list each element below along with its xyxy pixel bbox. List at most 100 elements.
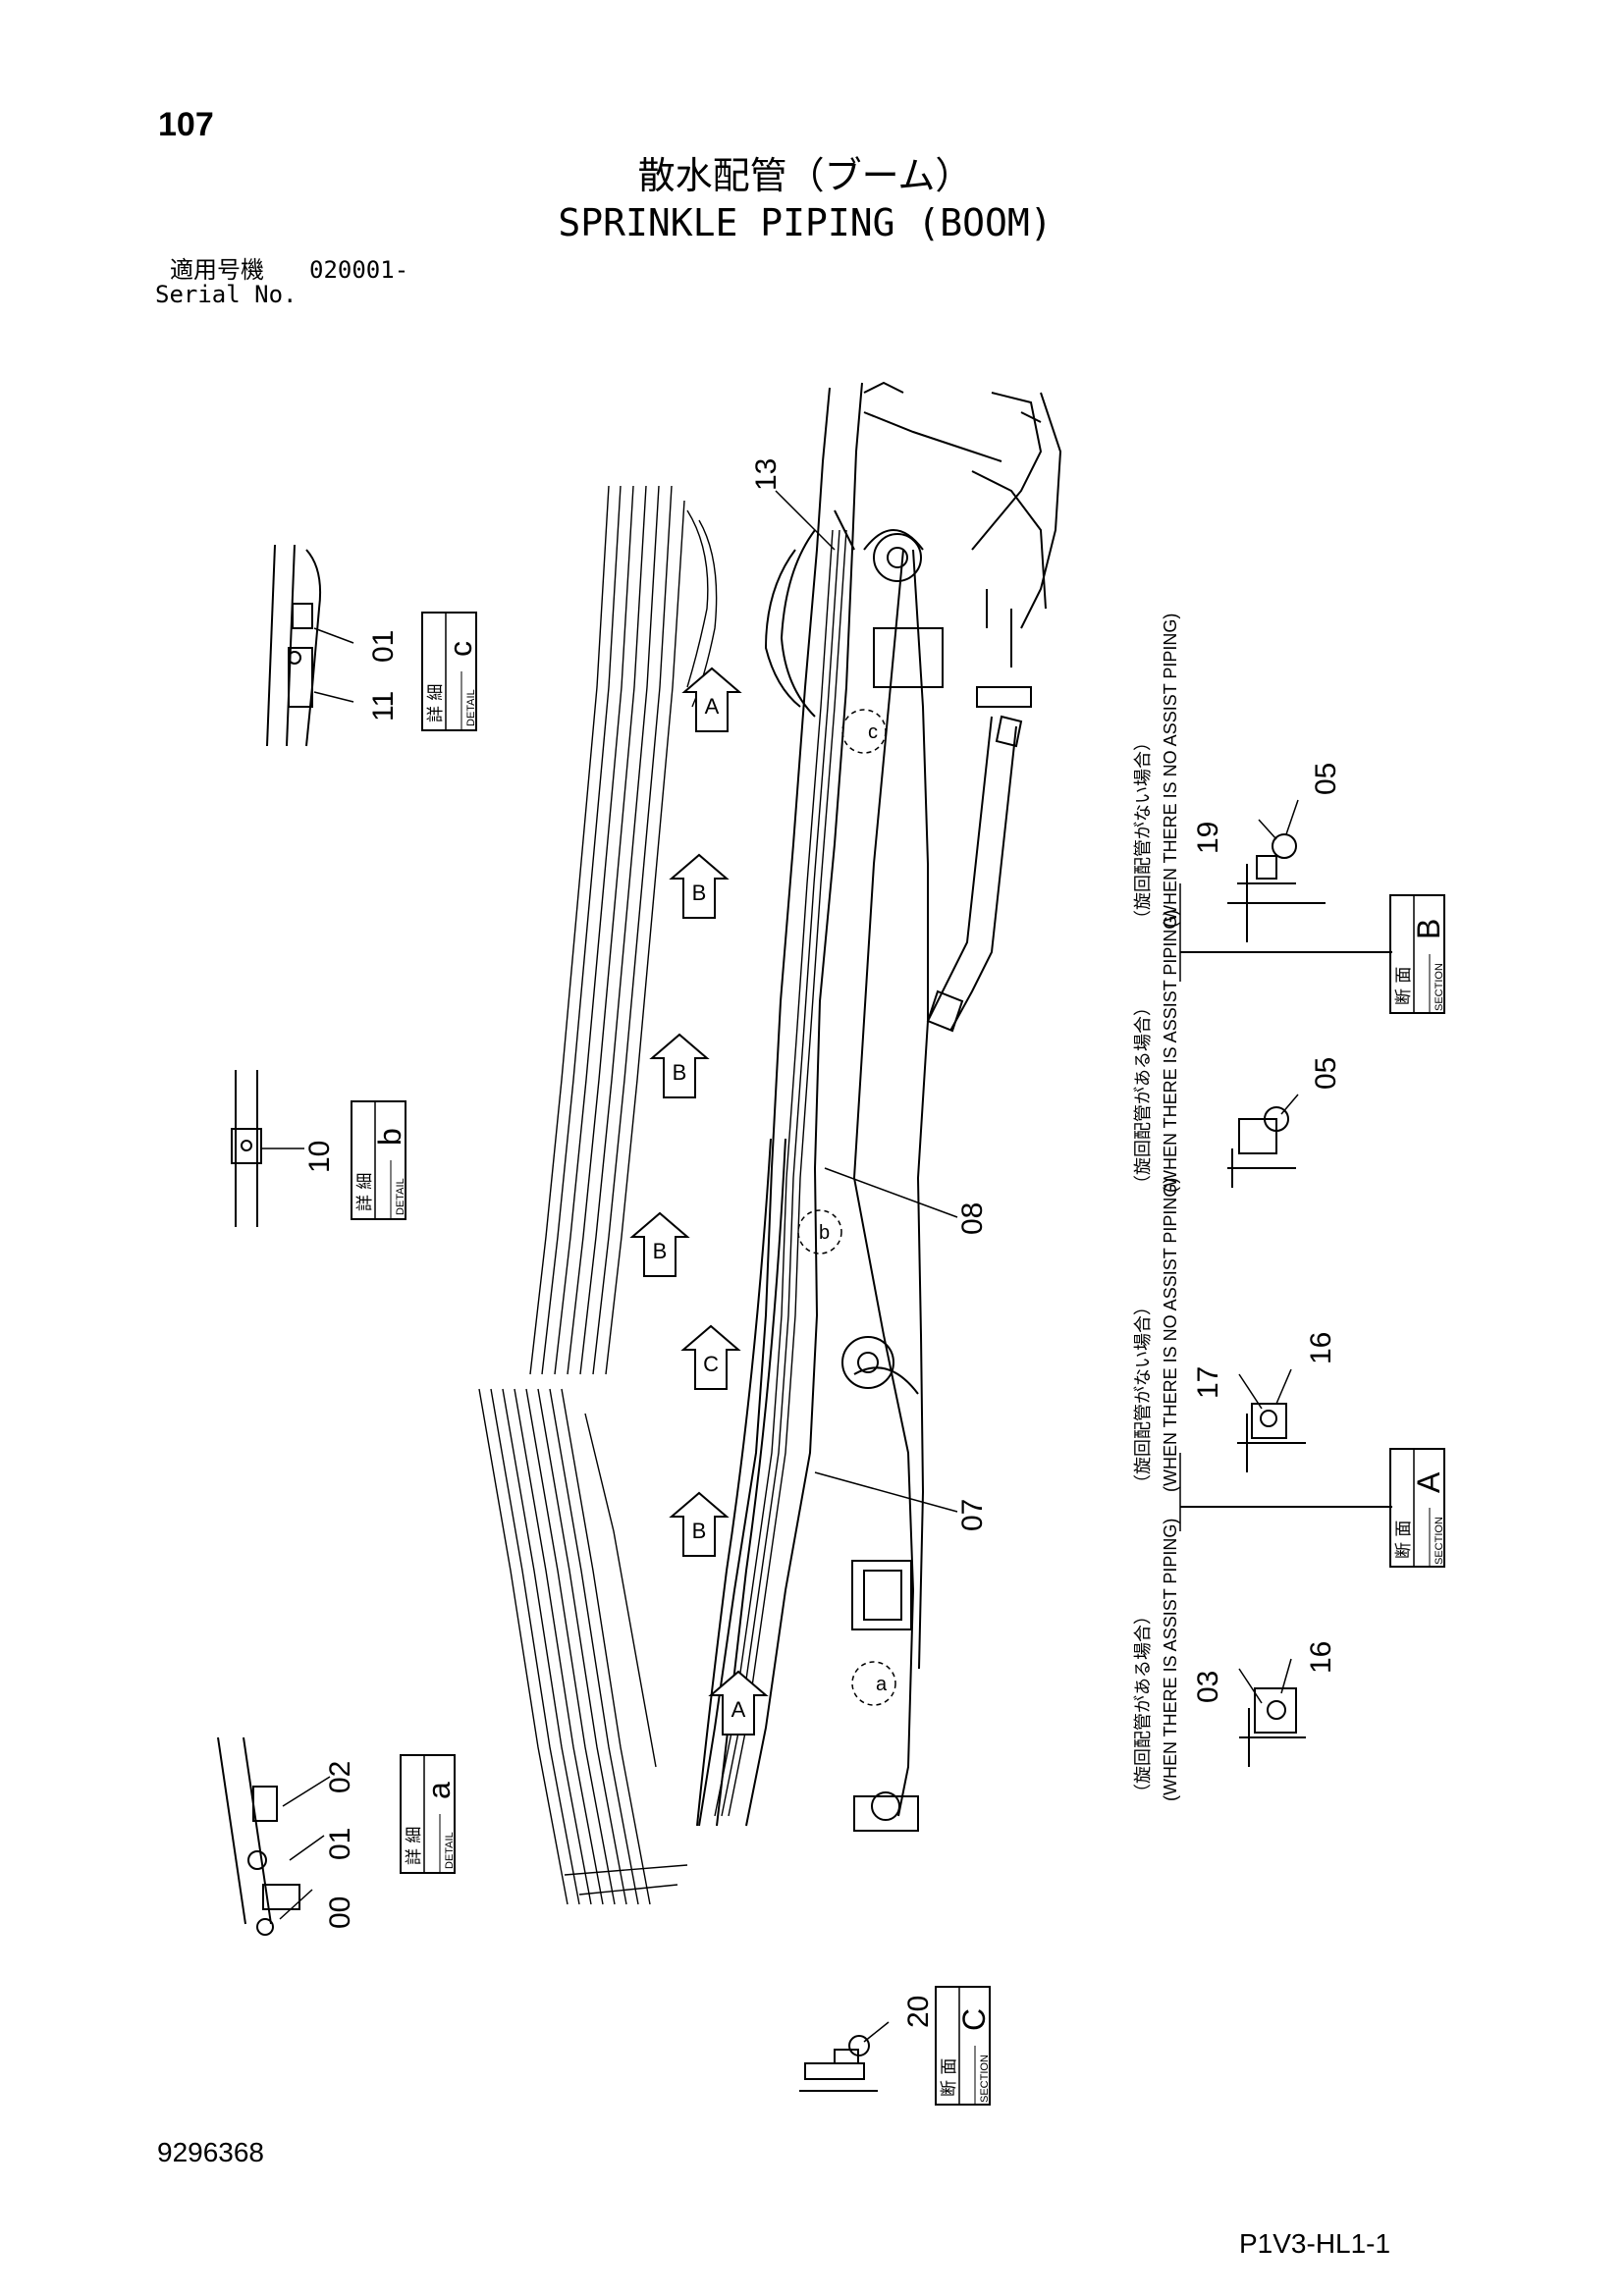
detail-b-callouts: 10 <box>303 1141 336 1173</box>
detail-b-sketch <box>231 1070 262 1227</box>
note-no-assist-ja-a: （旋回配管がない場合） <box>1133 1298 1153 1492</box>
view-arrow-b-4: B <box>669 1491 730 1557</box>
detail-marker-c: c <box>841 709 887 754</box>
detail-box-c-en: DETAIL <box>465 689 477 726</box>
view-arrow-a-top: A <box>681 667 742 732</box>
callout-03: 03 <box>1192 1671 1224 1703</box>
section-box-c-en: SECTION <box>979 2055 991 2103</box>
serial-range: 020001- <box>309 256 408 284</box>
detail-c-callouts: 01 11 <box>367 630 400 721</box>
section-box-a-letter: A <box>1411 1471 1446 1493</box>
detail-marker-b: b <box>797 1209 842 1255</box>
detail-marker-a: a <box>851 1661 896 1706</box>
callout-16-assist: 16 <box>1305 1641 1337 1674</box>
note-assist-ja-a: （旋回配管がある場合） <box>1133 1607 1153 1801</box>
detail-box-c: c 詳 細 DETAIL <box>421 612 478 731</box>
detail-box-c-ja: 詳 細 <box>426 684 446 722</box>
serial-label-japanese: 適用号機 <box>170 256 264 284</box>
detail-box-b-en: DETAIL <box>395 1178 406 1215</box>
callout-20: 20 <box>902 1996 935 2028</box>
serial-label-english: Serial No. <box>155 281 298 308</box>
svg-text:b: b <box>819 1222 830 1244</box>
detail-c-sketch <box>266 544 322 747</box>
arm-cylinder-drawing <box>863 381 1062 1033</box>
callout-leaders <box>260 490 1299 2043</box>
detail-box-b: b 詳 細 DETAIL <box>351 1100 407 1220</box>
view-arrow-b-1: B <box>669 853 730 919</box>
section-b-sketch <box>1180 833 1392 953</box>
callout-13: 13 <box>750 458 783 491</box>
detail-box-b-letter: b <box>372 1128 407 1146</box>
note-assist-en-b: (WHEN THERE IS ASSIST PIPING) <box>1161 910 1180 1193</box>
section-box-b-letter: B <box>1411 919 1446 939</box>
boom-callouts: 13 08 07 <box>750 458 989 1531</box>
title-english: SPRINKLE PIPING (BOOM) <box>558 201 1052 244</box>
note-no-assist-en-b: (WHEN THERE IS NO ASSIST PIPING) <box>1161 614 1180 928</box>
callout-00-detail-a: 00 <box>324 1896 356 1929</box>
callout-01-detail-a: 01 <box>324 1828 356 1860</box>
view-arrow-b-3-label: B <box>653 1239 668 1263</box>
note-assist-ja-b: （旋回配管がある場合） <box>1133 998 1153 1193</box>
page-number: 107 <box>158 106 214 143</box>
svg-text:a: a <box>876 1674 888 1695</box>
detail-box-a-en: DETAIL <box>444 1832 456 1869</box>
callout-05-no-assist: 05 <box>1310 763 1342 795</box>
boom-outline-drawing <box>696 382 944 1832</box>
callout-10-detail-b: 10 <box>303 1141 336 1173</box>
drawing-number: 9296368 <box>157 2137 264 2167</box>
section-a-callouts: 17 16 03 16 <box>1192 1332 1337 1703</box>
section-c-callouts: 20 <box>902 1996 935 2028</box>
section-box-b: B 断 面 SECTION <box>1389 894 1446 1014</box>
section-b-assist-sketch <box>1227 1106 1296 1188</box>
view-arrow-b-1-label: B <box>692 881 707 905</box>
note-assist-en-a: (WHEN THERE IS ASSIST PIPING) <box>1161 1519 1180 1801</box>
callout-08: 08 <box>956 1202 989 1235</box>
view-arrow-b-2-label: B <box>673 1060 687 1085</box>
section-a-notes: （旋回配管がない場合） (WHEN THERE IS NO ASSIST PIP… <box>1133 1178 1180 1801</box>
section-c-sketch <box>799 2035 878 2092</box>
note-no-assist-ja-b: （旋回配管がない場合） <box>1133 733 1153 928</box>
view-arrow-a-top-label: A <box>705 694 720 719</box>
section-box-a-en: SECTION <box>1434 1517 1445 1565</box>
callout-19: 19 <box>1192 822 1224 854</box>
detail-a-sketch <box>217 1736 300 1936</box>
section-box-a-ja: 断 面 <box>1394 1521 1414 1559</box>
section-box-a: A 断 面 SECTION <box>1389 1448 1446 1568</box>
side-view-hose-bundle-lower <box>478 1388 688 1905</box>
reference-code: P1V3-HL1-1 <box>1239 2228 1390 2259</box>
callout-05-assist: 05 <box>1310 1057 1342 1090</box>
callout-16-no-assist: 16 <box>1305 1332 1337 1364</box>
callout-02-detail-a: 02 <box>324 1761 356 1793</box>
sprinkle-hose-bundle <box>714 529 847 1817</box>
view-arrow-a-bottom-label: A <box>731 1697 746 1722</box>
title-japanese: 散水配管（ブーム） <box>638 154 973 197</box>
callout-11-detail-c: 11 <box>367 691 400 721</box>
svg-text:c: c <box>868 721 878 743</box>
detail-box-a: a 詳 細 DETAIL <box>400 1754 457 1874</box>
section-box-c-letter: C <box>956 2008 992 2031</box>
view-arrow-a-bottom: A <box>708 1670 769 1735</box>
detail-a-callouts: 02 01 00 <box>324 1761 356 1929</box>
callout-01-detail-c: 01 <box>367 630 400 663</box>
view-arrow-c: C <box>680 1324 741 1390</box>
section-box-c: C 断 面 SECTION <box>935 1986 992 2106</box>
side-view-hose-bundle-upper <box>529 485 718 1375</box>
detail-box-c-letter: c <box>443 641 478 657</box>
section-b-notes: （旋回配管がない場合） (WHEN THERE IS NO ASSIST PIP… <box>1133 614 1180 1193</box>
note-no-assist-en-a: (WHEN THERE IS NO ASSIST PIPING) <box>1161 1178 1180 1492</box>
detail-box-a-ja: 詳 細 <box>405 1827 424 1865</box>
callout-07: 07 <box>956 1499 989 1531</box>
view-arrow-b-4-label: B <box>692 1519 707 1543</box>
view-arrow-b-3: B <box>629 1211 690 1277</box>
section-b-callouts: 19 05 05 <box>1192 763 1342 1090</box>
section-box-b-ja: 断 面 <box>1394 967 1414 1005</box>
view-arrow-c-label: C <box>703 1352 719 1376</box>
section-box-b-en: SECTION <box>1434 963 1445 1011</box>
callout-17: 17 <box>1192 1366 1224 1399</box>
section-box-c-ja: 断 面 <box>940 2058 959 2097</box>
section-a-sketch <box>1180 1403 1392 1767</box>
detail-box-a-letter: a <box>421 1782 457 1799</box>
detail-box-b-ja: 詳 細 <box>355 1173 375 1211</box>
view-arrow-b-2: B <box>649 1033 710 1098</box>
